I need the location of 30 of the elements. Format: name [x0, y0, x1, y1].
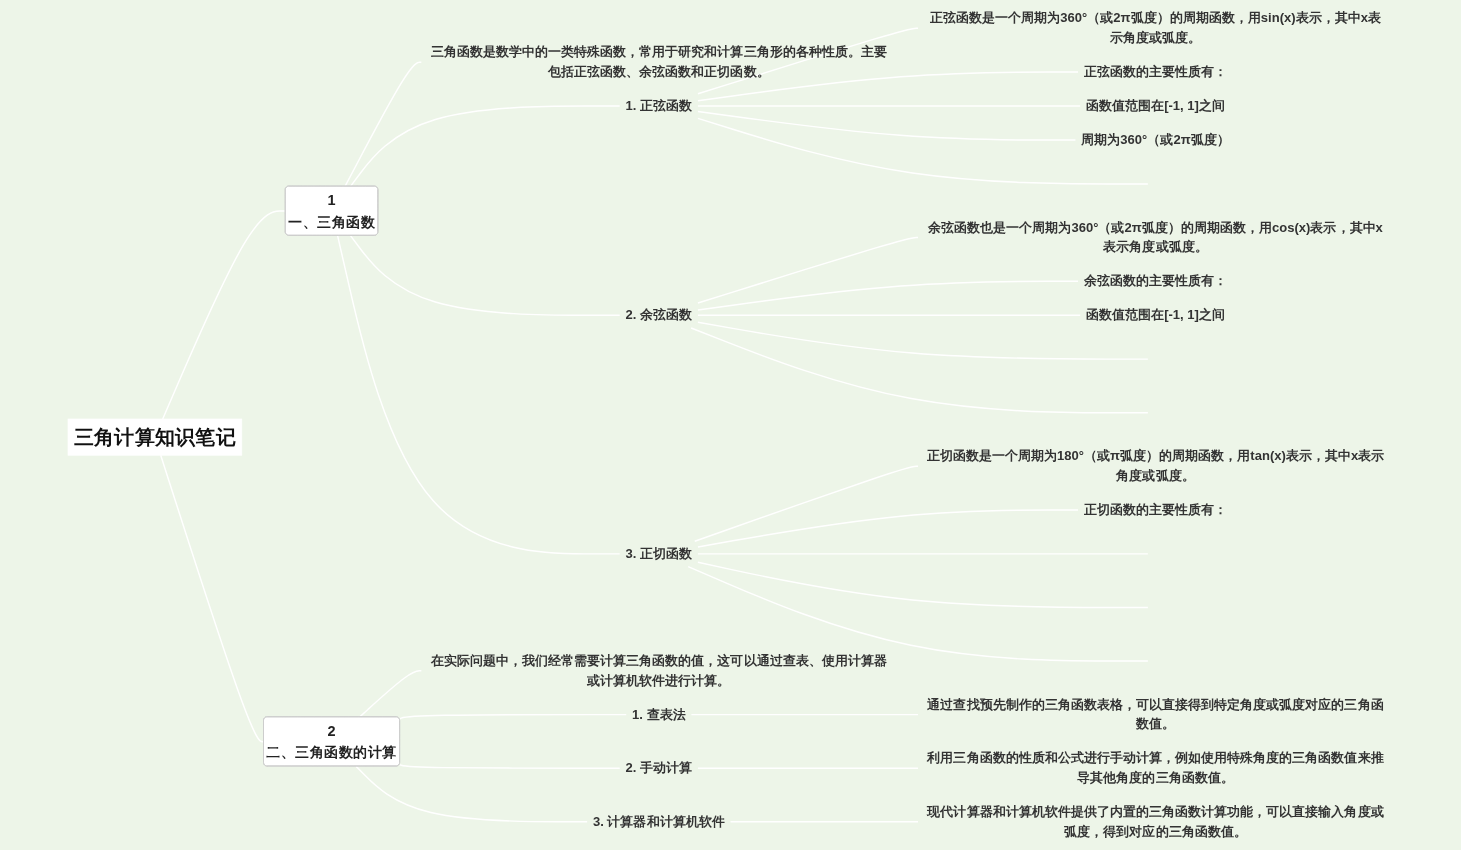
connector-line [336, 234, 621, 555]
connector-line [398, 763, 621, 769]
node-text: 利用三角函数的性质和公式进行手动计算，例如使用特殊角度的三角函数值来推导其他角度的三角函数值。 [927, 750, 1384, 785]
node-text: 函数值范围在[-1, 1]之间 [1085, 307, 1226, 323]
node-text: 三角函数是数学中的一类特殊函数，常用于研究和计算三角形的各种性质。主要包括正弦函数、余弦函数和正切函数。 [430, 44, 887, 79]
node-text: 3. 计算器和计算机软件 [592, 814, 725, 829]
node-text: 2. 余弦函数 [625, 307, 693, 323]
node-text: 周期为360°（或2π弧度） [1081, 132, 1230, 147]
connector-line [344, 61, 423, 188]
node-text: 函数值范围在[-1, 1]之间 [1085, 98, 1226, 113]
node-text: 现代计算器和计算机软件提供了内置的三角函数计算功能，可以直接输入角度或弧度，得到对应的三角函数值。 [927, 804, 1384, 839]
node-text: 余弦函数也是一个周期为360°（或2π弧度）的周期函数，用cos(x)表示，其中x表示角度或弧度。 [928, 220, 1383, 255]
connector-line [162, 210, 287, 420]
node-text: 正弦函数是一个周期为360°（或2π弧度）的周期函数，用sin(x)表示，其中x表示角度或弧度。 [929, 10, 1382, 45]
connector-line [349, 234, 621, 317]
node-text: 正弦函数的主要性质有： [1083, 64, 1228, 79]
connector-line [349, 105, 621, 188]
node-text: 在实际问题中，我们经常需要计算三角函数的值，这可以通过查表、使用计算器或计算机软件进行计算。 [430, 653, 887, 688]
connector-line [398, 713, 627, 720]
node-text: 正切函数是一个周期为180°（或π弧度）的周期函数，用tan(x)表示，其中x表示角度或弧度。 [926, 448, 1385, 483]
connector-line [160, 454, 265, 743]
node-text: 1. 正弦函数 [625, 98, 693, 113]
connector-line [355, 765, 588, 823]
node-text: 3. 正切函数 [625, 546, 693, 561]
node-text: 余弦函数的主要性质有： [1083, 273, 1228, 289]
node-text: 1. 查表法 [632, 707, 686, 722]
connector-line [358, 670, 423, 718]
node-text: 2. 手动计算 [625, 760, 693, 776]
node-text: 正切函数的主要性质有： [1083, 502, 1228, 517]
node-text: 通过查找预先制作的三角函数表格，可以直接得到特定角度或弧度对应的三角函数值。 [927, 697, 1384, 732]
